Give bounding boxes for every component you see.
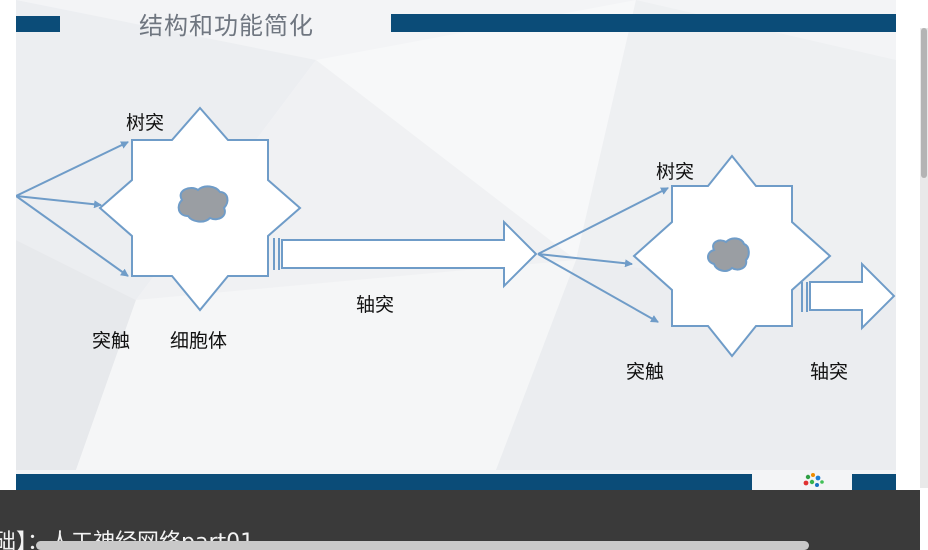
label-dendrite-2: 树突	[656, 157, 694, 184]
left-margin	[0, 0, 16, 490]
slide: 结构和功能简化	[16, 0, 896, 490]
neuron-diagram	[16, 0, 896, 490]
label-axon-1: 轴突	[356, 290, 394, 317]
vertical-scrollbar-thumb[interactable]	[921, 28, 927, 178]
label-synapse-1: 突触	[92, 326, 130, 353]
axon-hillock-1	[274, 238, 279, 270]
label-dendrite-1: 树突	[126, 108, 164, 135]
axon-arrow-1	[282, 222, 536, 286]
horizontal-scrollbar[interactable]	[36, 541, 809, 550]
axon-hillock-2	[802, 282, 807, 312]
axon-arrow-2	[810, 264, 894, 328]
footer-bar-left	[16, 474, 752, 490]
nucleus-1	[179, 186, 228, 221]
vertical-scrollbar[interactable]	[920, 28, 928, 488]
footer-bar-right	[852, 474, 896, 490]
logo-icon	[796, 470, 836, 490]
label-axon-2: 轴突	[810, 357, 848, 384]
video-title-bar: 础】：人工神经网络part01	[0, 490, 920, 550]
nucleus-2	[708, 238, 749, 271]
label-synapse-2: 突触	[626, 357, 664, 384]
label-cell-body: 细胞体	[170, 326, 227, 353]
